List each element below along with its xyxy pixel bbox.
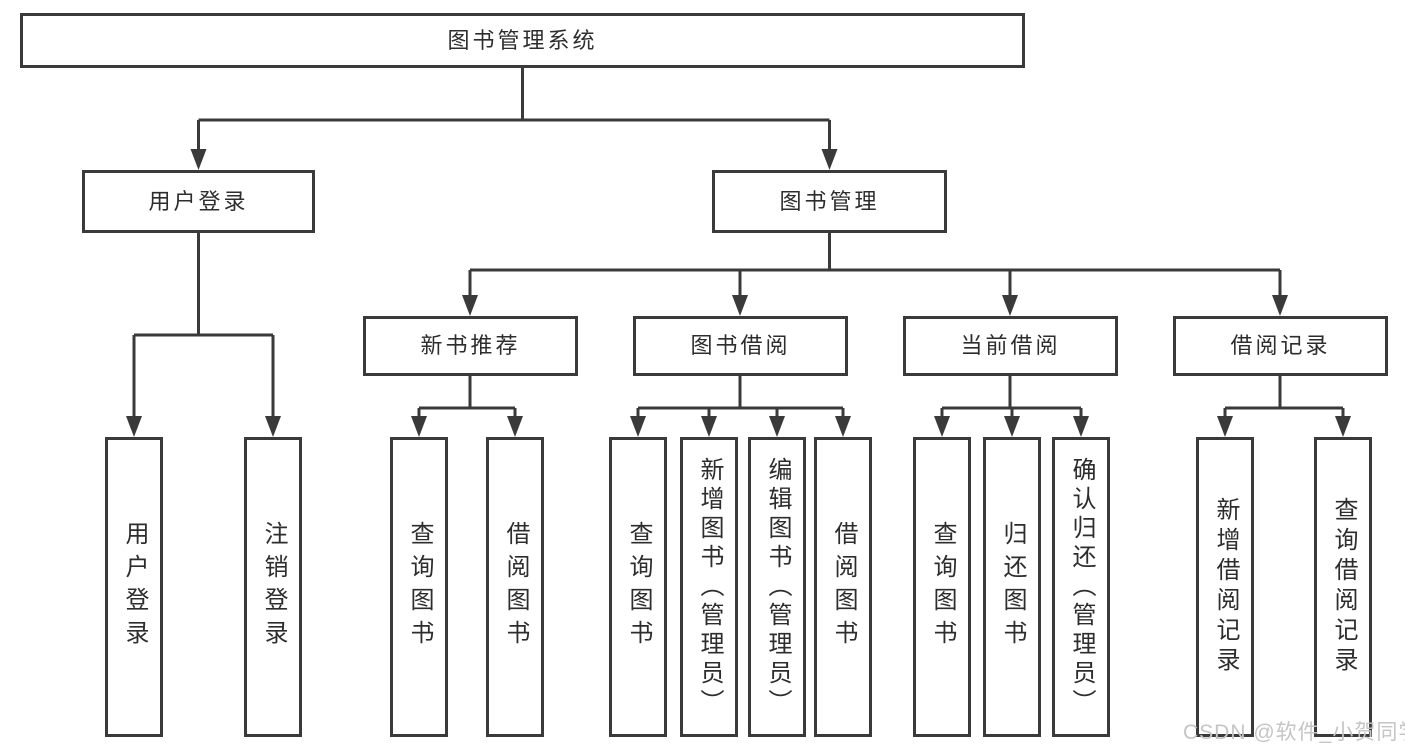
connector-book-mgmt-branch [468,233,1282,312]
leaf-newbook-borrow-books: 借阅图书 [486,437,544,737]
node-new-book-recommend: 新书推荐 [363,316,578,376]
leaf-query-borrow-record-label: 查询借阅记录 [1330,497,1357,677]
leaf-logout: 注销登录 [244,437,302,737]
node-book-borrowing-label: 图书借阅 [690,333,791,358]
node-borrowing-records-label: 借阅记录 [1230,333,1331,358]
leaf-user-login: 用户登录 [105,437,163,737]
leaf-return-books: 归还图书 [983,437,1041,737]
node-current-borrowing: 当前借阅 [903,316,1118,376]
csdn-watermark: CSDN @软件_小贺同学 [1183,721,1405,744]
leaf-add-borrow-record: 新增借阅记录 [1196,437,1254,737]
leaf-borrow-query-books-label: 查询图书 [625,521,652,653]
leaf-confirm-return-admin: 确认归还（管理员） [1052,437,1110,737]
leaf-borrow-books: 借阅图书 [814,437,872,737]
node-current-borrowing-label: 当前借阅 [960,333,1061,358]
node-book-management-label: 图书管理 [779,188,880,214]
leaf-return-books-label: 归还图书 [999,521,1026,653]
leaf-edit-books-admin: 编辑图书（管理员） [748,437,806,737]
leaf-current-query-books-label: 查询图书 [929,521,956,653]
connector-borrow-record-branch [1223,376,1345,433]
node-book-borrowing: 图书借阅 [633,316,848,376]
connector-root-branch [197,68,831,166]
leaf-confirm-return-admin-label: 确认归还（管理员） [1068,456,1095,718]
leaf-newbook-query-books-label: 查询图书 [406,521,433,653]
leaf-query-borrow-record: 查询借阅记录 [1314,437,1372,737]
leaf-add-books-admin: 新增图书（管理员） [680,437,738,737]
arrowheads [126,149,1351,437]
leaf-current-query-books: 查询图书 [913,437,971,737]
node-user-login-label: 用户登录 [148,188,249,214]
leaf-borrow-query-books: 查询图书 [609,437,667,737]
leaf-add-books-admin-label: 新增图书（管理员） [696,456,723,718]
leaf-edit-books-admin-label: 编辑图书（管理员） [764,456,791,718]
leaf-add-borrow-record-label: 新增借阅记录 [1212,497,1239,677]
connector-user-login-branch [132,233,275,433]
node-new-book-recommend-label: 新书推荐 [420,333,521,358]
leaf-newbook-query-books: 查询图书 [390,437,448,737]
leaf-user-login-label: 用户登录 [121,521,148,653]
node-root-label: 图书管理系统 [447,27,598,53]
node-root: 图书管理系统 [20,13,1025,68]
connector-book-borrow-branch [636,376,845,433]
node-book-management: 图书管理 [712,170,947,233]
leaf-logout-label: 注销登录 [260,521,287,653]
leaf-borrow-books-label: 借阅图书 [830,521,857,653]
node-user-login: 用户登录 [82,170,315,233]
connector-new-book-branch [417,376,517,433]
leaf-newbook-borrow-books-label: 借阅图书 [502,521,529,653]
node-borrowing-records: 借阅记录 [1173,316,1388,376]
